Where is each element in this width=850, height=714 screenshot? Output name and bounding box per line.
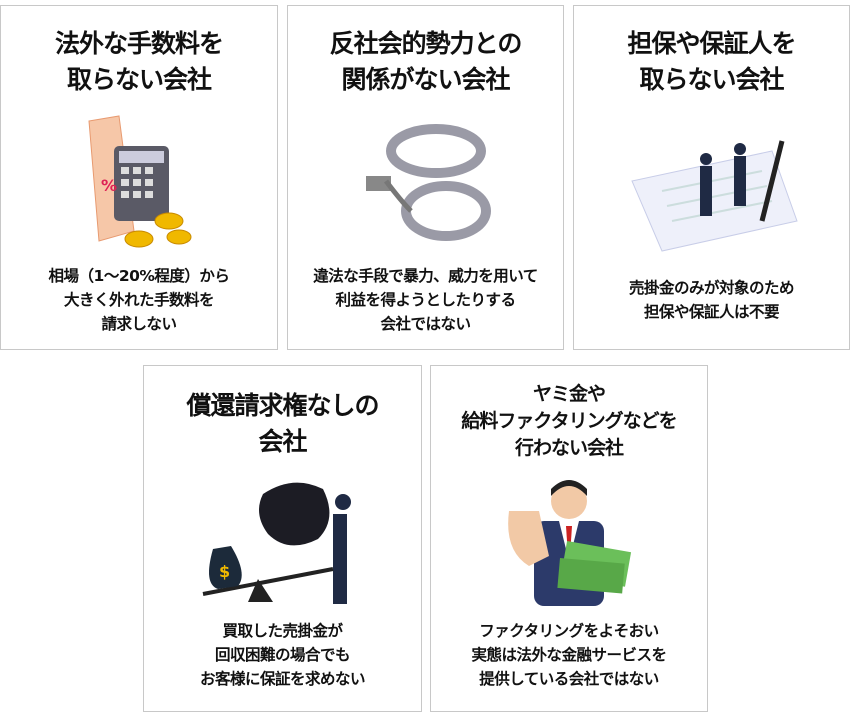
title-line: 取らない会社	[66, 65, 212, 94]
desc-line: ファクタリングをよそおい	[479, 622, 659, 640]
title-line: 担保や保証人を	[627, 29, 796, 58]
desc-line: 売掛金のみが対象のため	[628, 279, 795, 297]
desc-line: 違法な手段で暴力、威力を用いて	[313, 267, 538, 285]
dollar-symbol: $	[219, 562, 230, 581]
card-title: ヤミ金や給料ファクタリングなどを行わない会社	[431, 381, 707, 462]
handshake-contract-icon	[630, 140, 798, 252]
title-line: 法外な手数料を	[54, 29, 224, 58]
desc-line: 担保や保証人は不要	[643, 303, 780, 321]
title-line: 給料ファクタリングなどを	[461, 410, 677, 432]
title-line: 行わない会社	[514, 437, 624, 459]
card-no-loan-sharking: ヤミ金や給料ファクタリングなどを行わない会社 ファクタリングをよそおい実態は法外…	[430, 365, 708, 712]
seesaw-moneybag-icon: $	[202, 482, 351, 604]
desc-line: 実態は法外な金融サービスを	[471, 646, 667, 664]
handcuffs-icon	[365, 124, 491, 241]
card-title: 償還請求権なしの会社	[144, 388, 421, 460]
card-no-antisocial-ties: 反社会的勢力との関係がない会社 違法な手段で暴力、威力を用いて利益を得ようとした…	[287, 5, 564, 350]
desc-line: 提供している会社ではない	[479, 670, 659, 688]
title-line: ヤミ金や	[532, 383, 606, 405]
title-line: 償還請求権なしの	[186, 391, 379, 420]
refusing-money-icon	[508, 480, 632, 606]
card-non-recourse: 償還請求権なしの会社 $ 買取した売掛金が回収困難の場合でもお客様に保証を求めな…	[143, 365, 422, 712]
card-title: 担保や保証人を取らない会社	[574, 26, 849, 98]
percent-symbol: %	[101, 176, 117, 195]
title-line: 反社会的勢力との	[329, 29, 523, 58]
desc-line: お客様に保証を求めない	[199, 670, 366, 688]
desc-line: 相場（1～20%程度）から	[48, 267, 230, 285]
card-no-excessive-fees: 法外な手数料を取らない会社 % 相場（1～20%程度）から大きく外れた手数料を請…	[0, 5, 278, 350]
title-line: 会社	[258, 427, 307, 456]
calculator-coins-icon: %	[88, 115, 192, 248]
desc-line: 請求しない	[101, 315, 177, 333]
desc-line: 回収困難の場合でも	[214, 646, 351, 664]
card-title: 法外な手数料を取らない会社	[1, 26, 277, 98]
title-line: 関係がない会社	[341, 65, 510, 94]
card-no-collateral: 担保や保証人を取らない会社 売掛金のみが対象のため担保や保証人は不要	[573, 5, 850, 350]
desc-line: 会社ではない	[380, 315, 471, 333]
desc-line: 買取した売掛金が	[222, 622, 343, 640]
desc-line: 大きく外れた手数料を	[63, 291, 215, 309]
card-title: 反社会的勢力との関係がない会社	[288, 26, 563, 98]
desc-line: 利益を得ようとしたりする	[335, 291, 516, 309]
title-line: 取らない会社	[639, 65, 784, 94]
